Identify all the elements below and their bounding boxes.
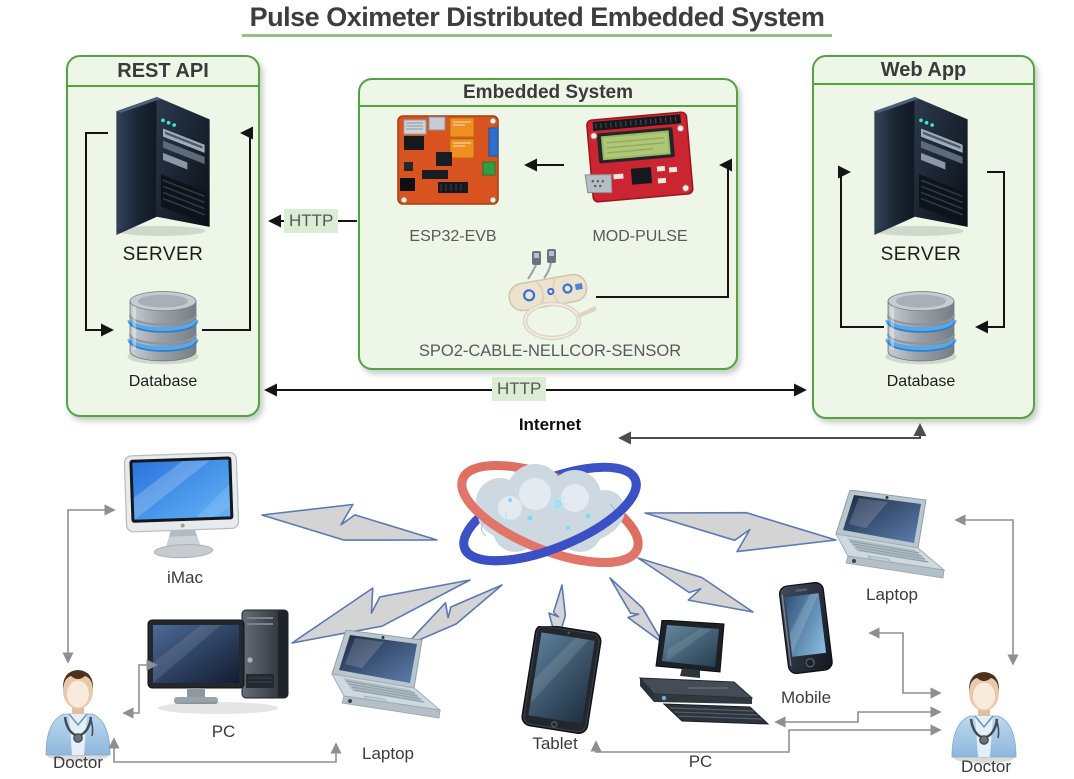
- tablet-image: [521, 626, 602, 735]
- laptop-left-label: Laptop: [362, 744, 414, 763]
- lightning-bolt-laptop-right: [644, 511, 837, 553]
- web-server-label: SERVER: [880, 244, 962, 265]
- imac-label: iMac: [167, 568, 203, 587]
- pc-left-label: PC: [211, 722, 236, 741]
- arrow-doctorright-laptop: [954, 514, 1019, 666]
- imac-image: [123, 452, 240, 559]
- mobile-phone-image: [778, 582, 833, 675]
- doctor-right-label: Doctor: [960, 757, 1012, 776]
- internet-cloud-icon: [457, 460, 643, 568]
- arrow-doctorleft-laptop: [108, 737, 342, 763]
- esp32-board-image: [397, 115, 499, 205]
- arrow-internet-webapp: [618, 423, 927, 445]
- desktop-pc-image: [638, 620, 770, 725]
- page-title: Pulse Oximeter Distributed Embedded Syst…: [0, 0, 1074, 37]
- web-app-box-title: Web App: [814, 57, 1033, 85]
- lightning-bolt-imac: [261, 503, 438, 541]
- arrow-doctorright-mobile: [868, 627, 942, 699]
- rest-api-box-title: REST API: [68, 57, 258, 87]
- desktop-pc-image: [147, 609, 289, 714]
- server-tower-icon: [860, 95, 982, 237]
- rest-server-label: SERVER: [122, 244, 204, 265]
- mod-pulse-board-image: [584, 111, 694, 203]
- doctor-figure: [944, 662, 1024, 764]
- spo2-sensor-image: [508, 249, 598, 341]
- doctor-left-label: Doctor: [52, 753, 104, 772]
- mod-pulse-label: MOD-PULSE: [592, 228, 688, 245]
- tablet-label: Tablet: [532, 734, 578, 753]
- database-icon: [124, 289, 202, 367]
- arrow-doctorright-pc: [774, 706, 942, 728]
- laptop-right-label: Laptop: [866, 585, 918, 604]
- web-database-label: Database: [886, 373, 956, 390]
- internet-label: Internet: [518, 415, 582, 434]
- database-icon: [882, 289, 960, 367]
- mobile-label: Mobile: [780, 688, 832, 707]
- pc-right-label: PC: [688, 752, 713, 771]
- embedded-system-box-title: Embedded System: [360, 80, 736, 107]
- esp32-label: ESP32-EVB: [409, 228, 497, 245]
- laptop-image: [322, 630, 454, 732]
- doctor-figure: [38, 660, 118, 762]
- http-label-bottom: HTTP: [492, 377, 547, 401]
- arrow-doctorleft-imac: [62, 504, 116, 664]
- rest-database-label: Database: [128, 373, 198, 390]
- server-tower-icon: [102, 95, 224, 237]
- spo2-sensor-label: SPO2-CABLE-NELLCOR-SENSOR: [418, 342, 682, 360]
- http-label-left: HTTP: [284, 209, 339, 233]
- laptop-image: [826, 490, 958, 592]
